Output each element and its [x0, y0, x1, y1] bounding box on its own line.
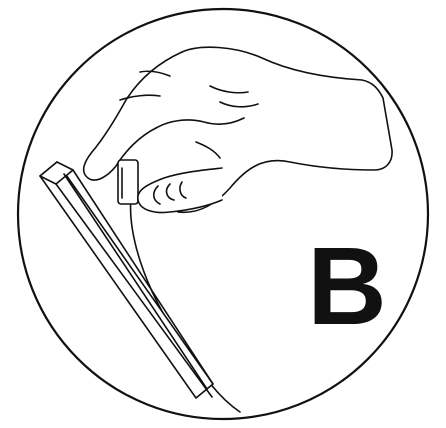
tab-clip: [118, 160, 138, 204]
step-letter-label: B: [302, 232, 392, 342]
